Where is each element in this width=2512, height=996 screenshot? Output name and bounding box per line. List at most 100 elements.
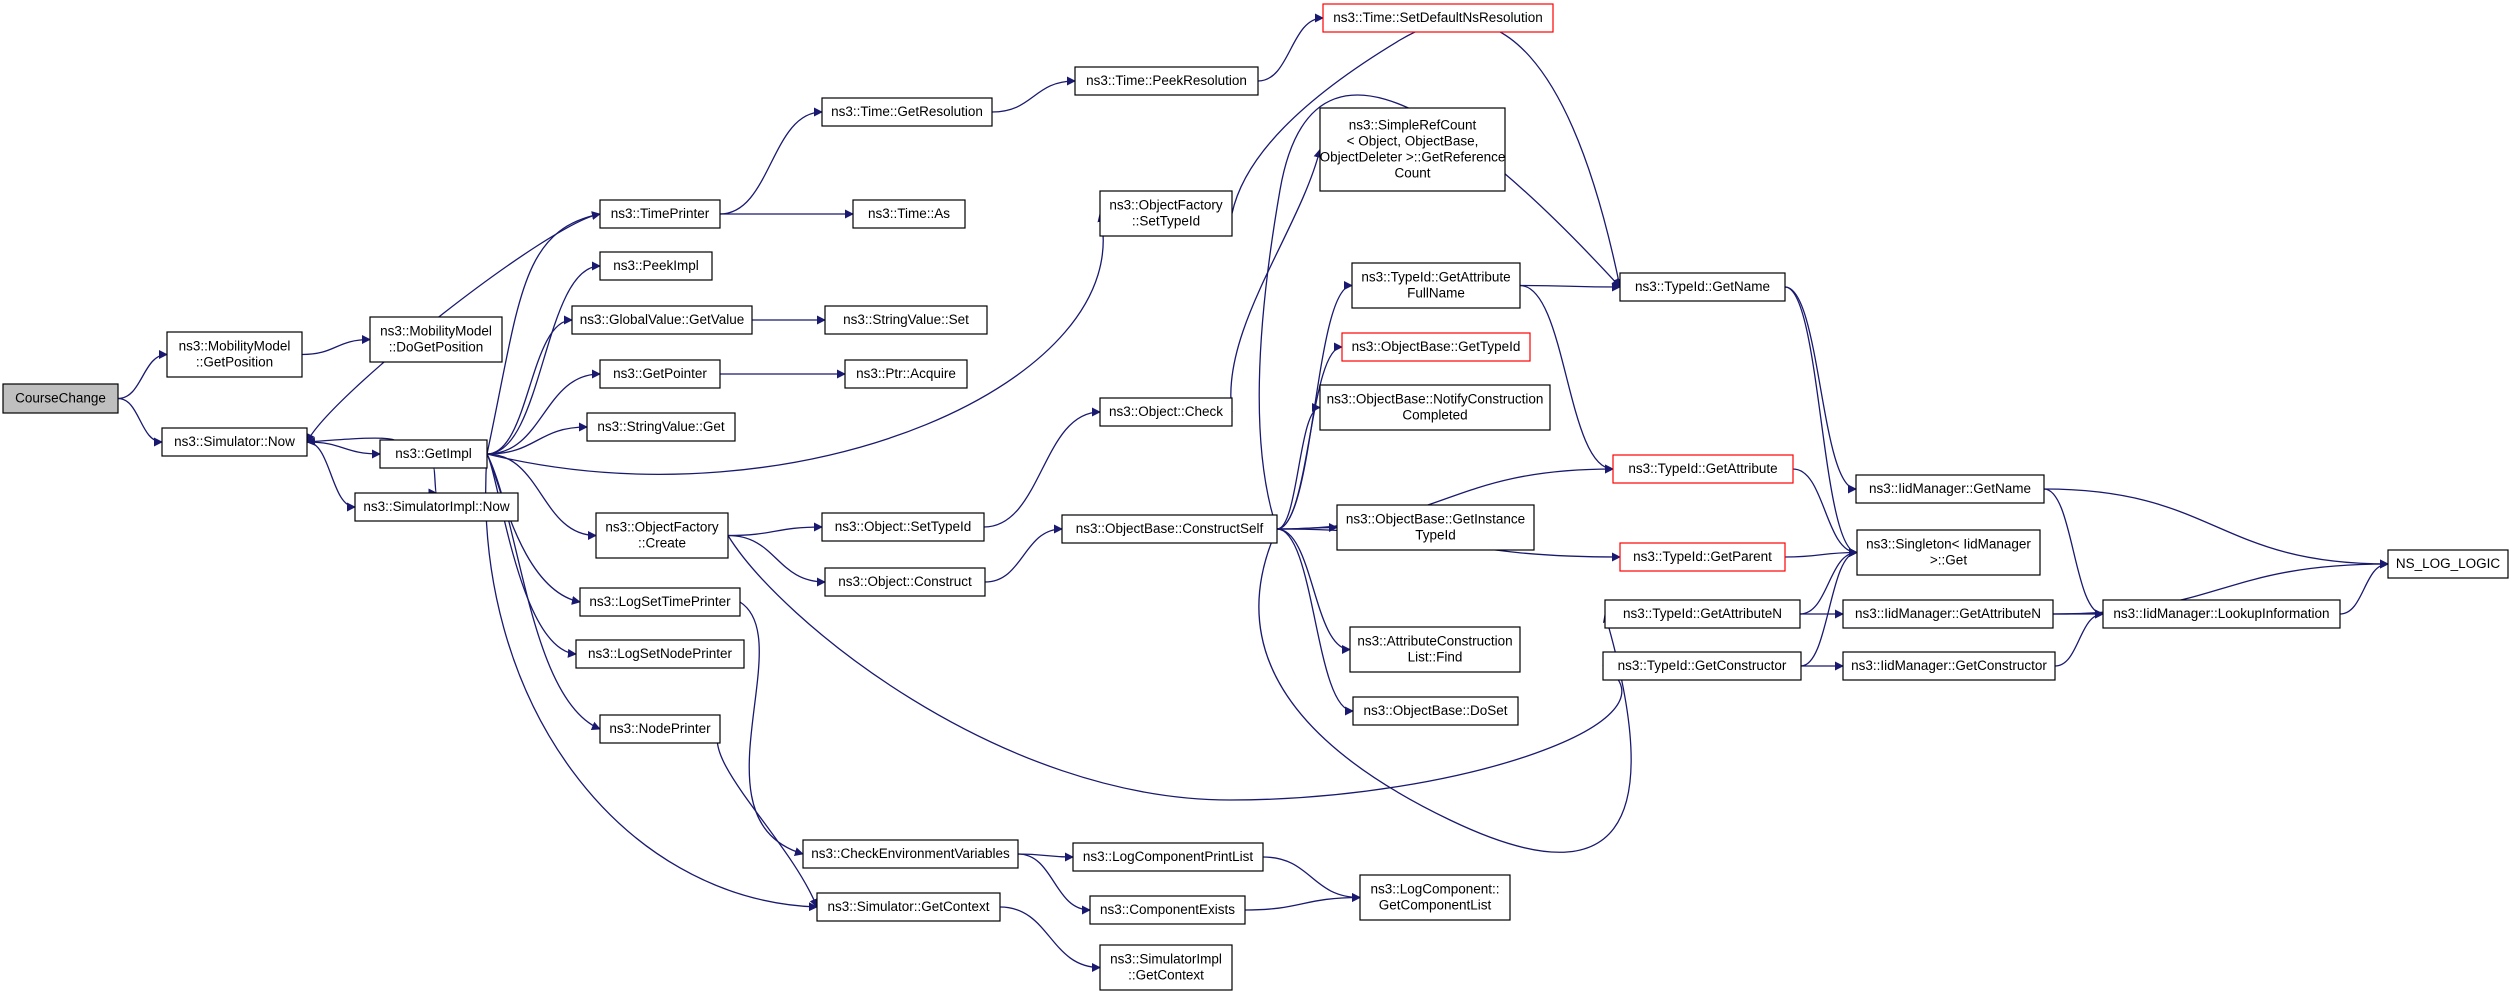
node-typeid_getattribute[interactable]: ns3::TypeId::GetAttribute	[1612, 454, 1794, 484]
node-box	[1349, 626, 1521, 673]
node-box	[1336, 504, 1535, 551]
node-logcomponent_getlist[interactable]: ns3::LogComponent::GetComponentList	[1359, 874, 1511, 921]
node-label: Completed	[1402, 408, 1467, 423]
node-layer: CourseChange ns3::MobilityModel::GetPosit…	[2, 3, 2509, 991]
node-label: ::Create	[638, 536, 686, 551]
node-iidmanager_lookupinfo[interactable]: ns3::IidManager::LookupInformation	[2102, 599, 2341, 629]
node-iidmanager_getname[interactable]: ns3::IidManager::GetName	[1855, 474, 2045, 504]
node-box	[575, 639, 745, 669]
node-simimpl_getcontext[interactable]: ns3::SimulatorImpl::GetContext	[1099, 944, 1233, 991]
node-ptr_acquire[interactable]: ns3::Ptr::Acquire	[844, 359, 968, 389]
node-label: ns3::IidManager::LookupInformation	[2113, 606, 2329, 621]
edge-getimpl-to-sim_getcontext	[485, 453, 818, 912]
edge-getimpl-to-gv_getvalue	[486, 315, 573, 455]
node-of_settypeid[interactable]: ns3::ObjectFactory::SetTypeId	[1099, 190, 1233, 237]
node-box	[2102, 599, 2341, 629]
node-label: ns3::Ptr::Acquire	[856, 366, 956, 381]
edge-ob_constructself-to-typeid_getattributen	[1258, 528, 1632, 853]
node-mm_getposition[interactable]: ns3::MobilityModel::GetPosition	[166, 331, 303, 378]
node-label: ns3::ObjectBase::NotifyConstruction	[1327, 392, 1544, 407]
node-label: ns3::LogComponentPrintList	[1083, 849, 1254, 864]
node-ob_doset[interactable]: ns3::ObjectBase::DoSet	[1352, 696, 1519, 726]
node-box	[354, 492, 519, 522]
node-box	[599, 199, 721, 229]
edge-iidmanager_getname-to-iidmanager_lookupinfo	[2043, 488, 2104, 619]
node-typeid_getparent[interactable]: ns3::TypeId::GetParent	[1619, 542, 1786, 572]
node-box	[2387, 549, 2509, 579]
node-ob_gettypeid[interactable]: ns3::ObjectBase::GetTypeId	[1341, 332, 1531, 362]
node-label: FullName	[1407, 286, 1465, 301]
node-box	[824, 567, 986, 597]
node-label: ns3::SimpleRefCount	[1349, 118, 1477, 133]
node-label: ns3::Simulator::Now	[174, 434, 295, 449]
node-label: >::Get	[1930, 553, 1967, 568]
node-obj_construct[interactable]: ns3::Object::Construct	[824, 567, 986, 597]
edge-typeid_getname-to-singleton_get	[1784, 286, 1858, 557]
node-box	[1341, 332, 1531, 362]
node-typeid_getattributen[interactable]: ns3::TypeId::GetAttributeN	[1604, 599, 1801, 629]
node-logsetnodeprinter[interactable]: ns3::LogSetNodePrinter	[575, 639, 745, 669]
node-time_setdefault[interactable]: ns3::Time::SetDefaultNsResolution	[1322, 3, 1554, 33]
node-box	[824, 305, 988, 335]
node-iidmanager_getconstructor[interactable]: ns3::IidManager::GetConstructor	[1842, 651, 2056, 681]
node-mm_dogetposition[interactable]: ns3::MobilityModel::DoGetPosition	[369, 316, 503, 363]
node-of_create[interactable]: ns3::ObjectFactory::Create	[595, 512, 729, 559]
node-logcomponentprintlist[interactable]: ns3::LogComponentPrintList	[1072, 842, 1264, 872]
node-box	[1089, 895, 1246, 925]
node-getimpl[interactable]: ns3::GetImpl	[379, 439, 488, 469]
edge-getimpl-to-simimpl_now	[428, 467, 438, 498]
node-gv_getvalue[interactable]: ns3::GlobalValue::GetValue	[571, 305, 753, 335]
node-ns_log_logic[interactable]: NS_LOG_LOGIC	[2387, 549, 2509, 579]
node-label: ns3::StringValue::Get	[597, 419, 725, 434]
node-sim_now[interactable]: ns3::Simulator::Now	[161, 427, 308, 457]
node-label: ns3::Object::SetTypeId	[835, 519, 972, 534]
node-stringvalue_set[interactable]: ns3::StringValue::Set	[824, 305, 988, 335]
node-ob_constructself[interactable]: ns3::ObjectBase::ConstructSelf	[1061, 514, 1278, 544]
node-time_peekresolution[interactable]: ns3::Time::PeekResolution	[1074, 66, 1259, 96]
node-time_as[interactable]: ns3::Time::As	[852, 199, 966, 229]
node-label: ns3::GetPointer	[613, 366, 707, 381]
edge-obj_check-to-simplerefcount	[1230, 148, 1323, 413]
node-componentexists[interactable]: ns3::ComponentExists	[1089, 895, 1246, 925]
node-singleton_get[interactable]: ns3::Singleton< IidManager>::Get	[1856, 529, 2041, 576]
node-ob_notifyconstruction[interactable]: ns3::ObjectBase::NotifyConstructionCompl…	[1319, 384, 1551, 431]
node-simimpl_now[interactable]: ns3::SimulatorImpl::Now	[354, 492, 519, 522]
edge-coursechange-to-sim_now	[117, 397, 163, 447]
node-getpointer[interactable]: ns3::GetPointer	[599, 359, 721, 389]
node-obj_check[interactable]: ns3::Object::Check	[1099, 397, 1233, 427]
node-label: CourseChange	[15, 391, 106, 406]
node-box	[599, 714, 721, 744]
edge-time_getresolution-to-time_peekresolution	[991, 76, 1076, 113]
node-typeid_getname[interactable]: ns3::TypeId::GetName	[1619, 272, 1786, 302]
node-time_getresolution[interactable]: ns3::Time::GetResolution	[821, 97, 993, 127]
edge-getimpl-to-nodeprinter	[486, 453, 601, 731]
node-box	[586, 412, 736, 442]
node-peekimpl[interactable]: ns3::PeekImpl	[599, 251, 713, 281]
node-obj_settypeid[interactable]: ns3::Object::SetTypeId	[821, 512, 985, 542]
node-label: ns3::IidManager::GetName	[1869, 481, 2031, 496]
edge-componentexists-to-logcomponent_getlist	[1244, 893, 1361, 911]
node-box	[599, 359, 721, 389]
node-stringvalue_get[interactable]: ns3::StringValue::Get	[586, 412, 736, 442]
node-sim_getcontext[interactable]: ns3::Simulator::GetContext	[816, 892, 1001, 922]
edge-getimpl-to-logsetnodeprinter	[486, 453, 577, 658]
node-simplerefcount[interactable]: ns3::SimpleRefCount< Object, ObjectBase,…	[1319, 107, 1506, 192]
node-nodeprinter[interactable]: ns3::NodePrinter	[599, 714, 721, 744]
node-typeid_getconstructor[interactable]: ns3::TypeId::GetConstructor	[1602, 651, 1802, 681]
node-label: GetComponentList	[1379, 898, 1492, 913]
node-coursechange[interactable]: CourseChange	[2, 383, 119, 414]
edge-typeid_getattributefullname-to-typeid_getname	[1519, 282, 1621, 292]
edge-sim_getcontext-to-simimpl_getcontext	[999, 906, 1101, 972]
node-box	[571, 305, 753, 335]
node-label: ns3::AttributeConstruction	[1357, 634, 1512, 649]
node-iidmanager_getattributen[interactable]: ns3::IidManager::GetAttributeN	[1842, 599, 2054, 629]
node-checkenv[interactable]: ns3::CheckEnvironmentVariables	[802, 839, 1019, 869]
node-timeprinter[interactable]: ns3::TimePrinter	[599, 199, 721, 229]
node-box	[1099, 397, 1233, 427]
node-logsettimeprinter[interactable]: ns3::LogSetTimePrinter	[579, 587, 741, 617]
node-box	[1842, 651, 2056, 681]
node-label: ns3::ObjectBase::ConstructSelf	[1076, 521, 1264, 536]
